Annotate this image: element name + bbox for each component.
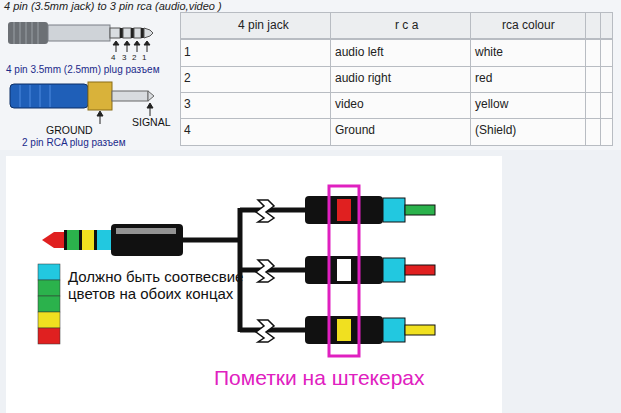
jack-plug-small <box>8 22 153 52</box>
table-cell: audio left <box>335 46 384 60</box>
color-squares <box>38 264 60 344</box>
callout-label: Пометки на штекерах <box>214 366 425 390</box>
table-cell: yellow <box>475 98 508 112</box>
marking-highlight <box>329 186 359 356</box>
table-grid <box>180 12 613 146</box>
plug-caption: 2 pin RCA plug разъем <box>22 137 126 149</box>
top-ground <box>0 0 621 150</box>
jack-plug-large <box>42 224 183 256</box>
table-cell: 2 <box>184 72 191 86</box>
table-header: rca colour <box>502 19 555 33</box>
rca-plugs <box>305 196 435 344</box>
pin-number: 3 <box>122 53 126 62</box>
cable-break <box>256 200 274 342</box>
table-cell: Ground <box>335 124 375 138</box>
pin-number: 1 <box>142 53 146 62</box>
table-cell: red <box>475 72 492 86</box>
pin-number: 4 <box>111 53 115 62</box>
pin-number: 2 <box>132 53 136 62</box>
table-cell: (Shield) <box>475 124 516 138</box>
signal-label: SIGNAL <box>132 116 171 128</box>
table-header: r c a <box>395 19 418 33</box>
diagram-title: 4 pin (3.5mm jack) to 3 pin rca (audio,v… <box>4 0 222 13</box>
table-cell: 1 <box>184 46 191 60</box>
bottom-panel <box>6 156 502 413</box>
ground-label: GROUND <box>46 124 93 136</box>
table-cell: white <box>475 46 503 60</box>
table-cell: 3 <box>184 98 191 112</box>
note-text: Должно быть соотвесвие цветов на обоих к… <box>68 268 258 303</box>
plug-caption: 4 pin 3.5mm (2.5mm) plug разъем <box>6 64 160 76</box>
table-cell: video <box>335 98 364 112</box>
table-header: 4 pin jack <box>238 19 289 33</box>
table-cell: audio right <box>335 72 391 86</box>
table-cell: 4 <box>184 124 191 138</box>
